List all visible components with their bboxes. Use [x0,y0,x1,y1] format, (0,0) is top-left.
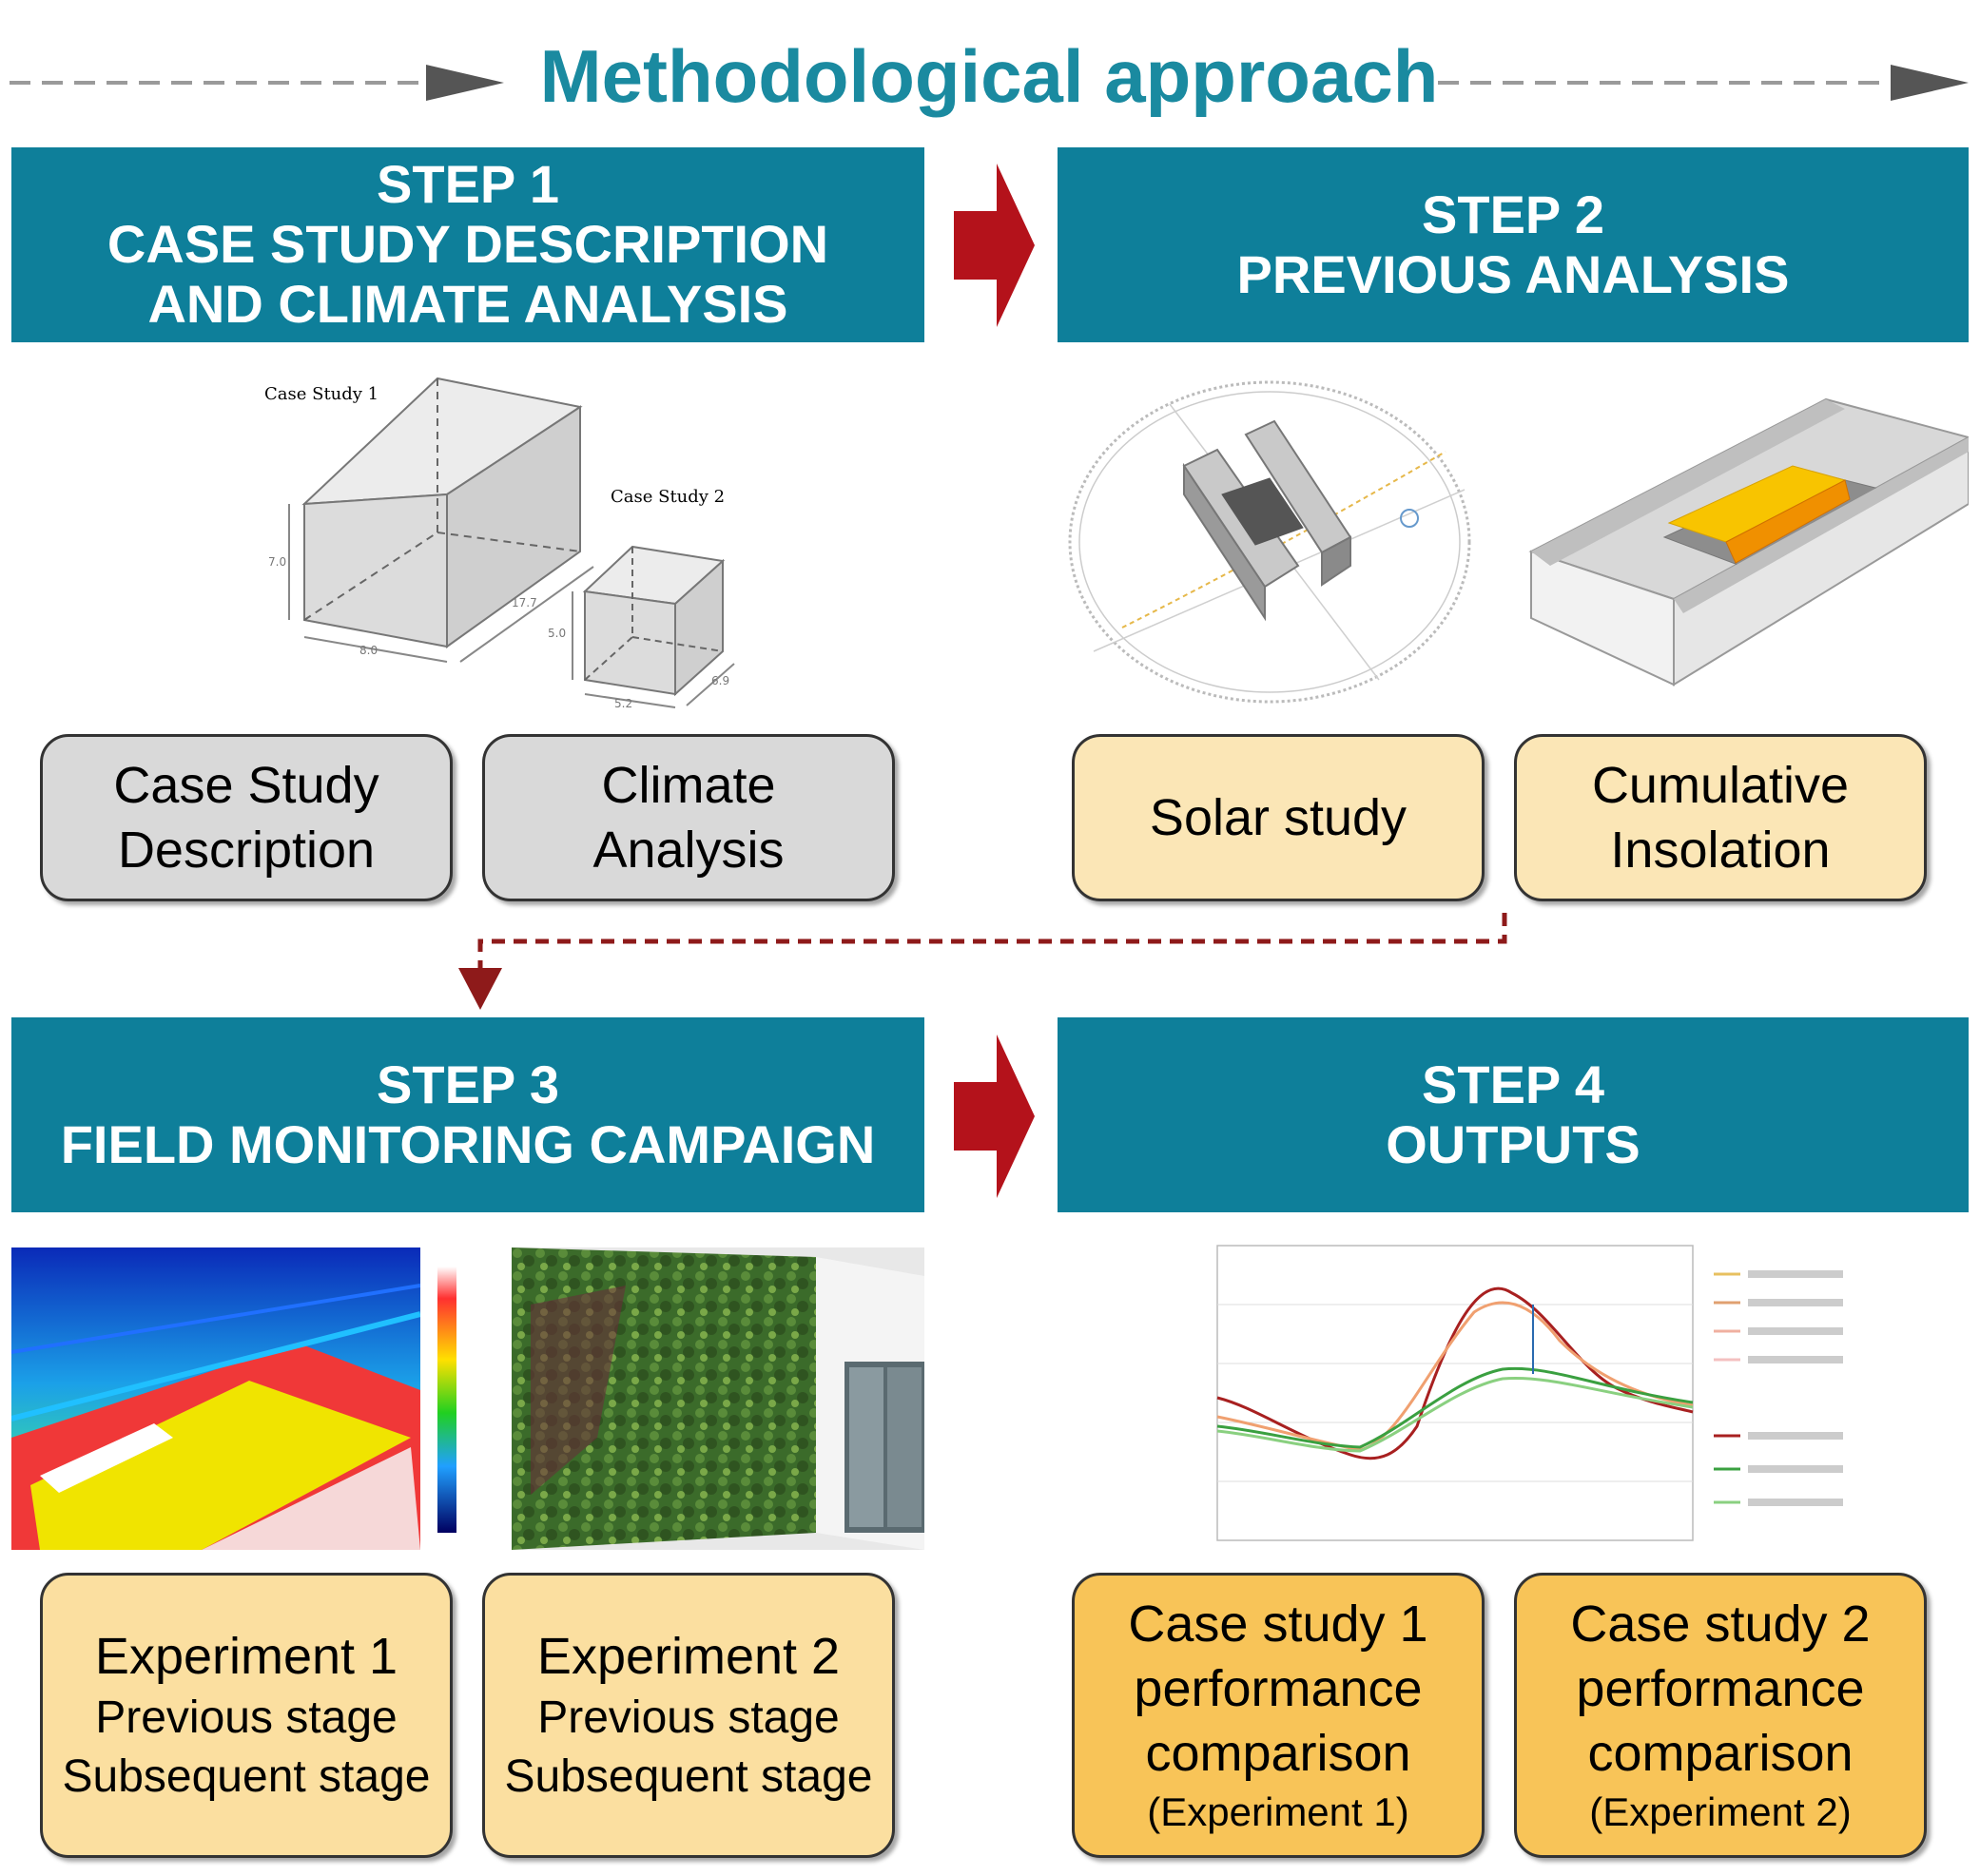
climate-analysis-box: Climate Analysis [482,734,895,901]
case-study1-front-face [303,493,448,648]
experiment2-previous-stage: Previous stage [537,1692,840,1743]
diagram-title: Methodological approach [539,34,1439,118]
experiment1-subsequent-stage: Subsequent stage [62,1751,431,1802]
step4-title: OUTPUTS [1386,1113,1640,1174]
experiment2-box: Experiment 2 Previous stage Subsequent s… [482,1573,895,1858]
step4-label: STEP 4 [1422,1054,1604,1114]
cumulative-insolation-line1: Cumulative [1591,757,1850,814]
climate-analysis-line1: Climate [601,757,776,814]
dim-height-2: 5.0 [548,627,566,640]
case-study1-side-face [446,405,581,648]
solar-study-figure [1068,380,1471,704]
thermal-image-figure [11,1247,420,1550]
case-study-description-line1: Case Study [113,757,379,814]
solar-study-box: Solar study [1072,734,1485,901]
case-study2-front-face [584,590,676,696]
case-study2-figure-label: Case Study 2 [611,487,725,507]
step2-label: STEP 2 [1422,184,1604,244]
case-study2-experiment: (Experiment 2) [1589,1789,1852,1834]
cumulative-insolation-figure [1528,397,1969,687]
arrow-step3-to-step4 [954,1035,1035,1198]
case-study1-performance-box: Case study 1 performance comparison (Exp… [1072,1573,1485,1858]
arrow-step1-to-step2 [954,164,1035,327]
step4-banner: STEP 4 OUTPUTS [1058,1017,1969,1212]
step1-label: STEP 1 [377,154,559,215]
title-arrowhead-left [426,65,504,101]
step3-label: STEP 3 [377,1054,559,1114]
solar-study-label: Solar study [1149,789,1407,846]
climate-analysis-line2: Analysis [592,822,785,879]
step2-title: PREVIOUS ANALYSIS [1236,243,1790,304]
dashed-connector-arrowhead [458,968,502,1010]
experiment1-previous-stage: Previous stage [95,1692,398,1743]
case-study1-title: Case study 1 [1128,1596,1428,1653]
case-study-description-box: Case Study Description [40,734,453,901]
case-study-geometry-figure: Case Study 1 Case Study 2 7.0 8.0 17.7 5… [264,377,735,710]
step1-banner: STEP 1 CASE STUDY DESCRIPTION AND CLIMAT… [11,147,924,342]
green-wall-photo [512,1247,924,1550]
case-study1-figure-label: Case Study 1 [264,384,379,404]
case-study1-comparison: comparison [1145,1725,1411,1782]
case-study2-performance-box: Case study 2 performance comparison (Exp… [1514,1573,1927,1858]
dim-depth-2: 6.9 [711,674,729,687]
step3-title: FIELD MONITORING CAMPAIGN [60,1113,876,1174]
experiment1-title: Experiment 1 [94,1628,398,1685]
cumulative-insolation-line2: Insolation [1610,822,1831,879]
experiment1-box: Experiment 1 Previous stage Subsequent s… [40,1573,453,1858]
dim-width-2: 5.2 [614,697,632,710]
cumulative-insolation-box: Cumulative Insolation [1514,734,1927,901]
step3-banner: STEP 3 FIELD MONITORING CAMPAIGN [11,1017,924,1212]
case-study2-comparison: comparison [1587,1725,1854,1782]
step1-title-line2: AND CLIMATE ANALYSIS [147,273,788,334]
case-study2-performance: performance [1576,1660,1865,1717]
case-study1-performance: performance [1134,1660,1423,1717]
dim-width-1: 8.0 [359,644,378,657]
dim-height-1: 7.0 [268,555,286,569]
experiment2-title: Experiment 2 [536,1628,841,1685]
temperature-chart-figure [1216,1245,1843,1541]
experiment2-subsequent-stage: Subsequent stage [504,1751,873,1802]
dim-depth-1: 17.7 [512,596,537,609]
case-study2-title: Case study 2 [1570,1596,1871,1653]
case-study-description-line2: Description [117,822,376,879]
step1-title-line1: CASE STUDY DESCRIPTION [107,214,829,275]
thermal-scale-bar [437,1267,456,1533]
step2-banner: STEP 2 PREVIOUS ANALYSIS [1058,147,1969,342]
dashed-connector-step2-to-step3 [477,913,1507,970]
case-study1-experiment: (Experiment 1) [1147,1789,1409,1834]
title-arrowhead-right [1891,65,1969,101]
